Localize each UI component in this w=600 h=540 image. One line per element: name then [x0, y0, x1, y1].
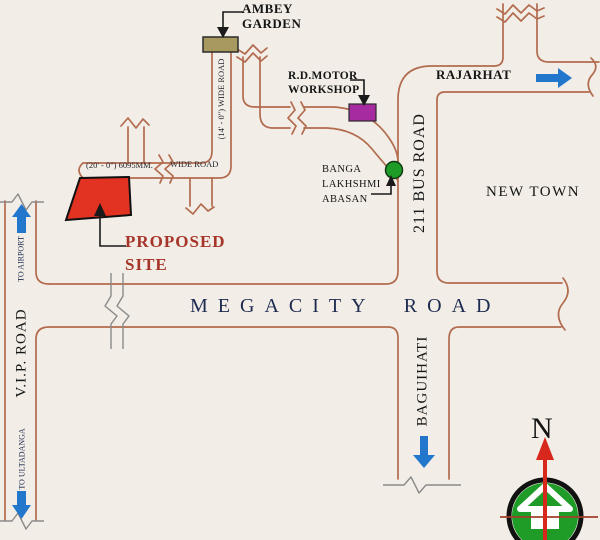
ambey-garden-label: AMBEY GARDEN	[242, 1, 301, 31]
rd-motor-line1: R.D.MOTOR	[288, 70, 358, 82]
lane-left-line	[242, 56, 291, 108]
proposed-site-label: PROPOSED SITE	[125, 230, 226, 276]
megacity-crossing-mark	[104, 273, 130, 349]
lane-right-line	[259, 56, 291, 129]
pointer-arrows	[94, 11, 396, 247]
wide-road-14-label: (14' - 0") WIDE ROAD	[216, 58, 226, 140]
rajarhat-arrow-icon	[536, 68, 572, 88]
banga-line1: BANGA	[322, 164, 362, 175]
megacity-bottom-west-baguihati-left	[35, 326, 399, 480]
gray-break-marks	[0, 193, 461, 530]
road-break-icon	[287, 101, 307, 135]
wide-road-dimension-label: (20' - 0") 6095MM.	[86, 160, 153, 170]
tree-icon	[384, 160, 404, 180]
arrowhead-icon	[358, 95, 370, 106]
rd-motor-workshop-label: R.D.MOTOR WORKSHOP	[288, 69, 359, 97]
vip-road-right-line-upper	[35, 200, 50, 285]
rajarhat-bottom-211-right-line	[436, 91, 590, 101]
arrowhead-icon	[94, 203, 106, 216]
vip-road-end-mark	[0, 512, 44, 530]
banga-lakhshmi-abasan-label: BANGA LAKHSHMI ABASAN	[322, 162, 381, 207]
rajarhat-label: RAJARHAT	[436, 67, 512, 82]
road-network	[4, 3, 600, 521]
to-ultadanga-label: TO ULTADANGA	[17, 428, 27, 490]
rd-motor-workshop-building	[348, 103, 377, 122]
compass-icon	[500, 437, 598, 540]
vip-road-end-mark	[0, 193, 44, 211]
baguihati-right-megacity-bottom-east	[448, 326, 562, 480]
proposed-site-shape	[64, 175, 133, 222]
arrowhead-icon	[217, 27, 229, 38]
211-right-megacity-top-east	[436, 99, 563, 284]
workshop-pointer-arrow-icon	[350, 79, 365, 95]
new-town-label: NEW TOWN	[486, 184, 581, 200]
proposed-site-line2: SITE	[125, 255, 168, 274]
ambey-pointer-arrow-icon	[222, 11, 243, 27]
rd-motor-line2: WORKSHOP	[288, 84, 360, 96]
banga-line3: ABASAN	[322, 194, 368, 205]
wide-road-top-line	[82, 51, 213, 164]
to-airport-arrow-icon	[12, 204, 31, 233]
north-road-right-line	[536, 3, 600, 63]
baguihati-label: BAGUIHATI	[414, 335, 431, 427]
banga-pointer-arrow-icon	[371, 185, 392, 195]
road-break-icon	[120, 117, 150, 129]
baguihati-end-mark	[383, 476, 461, 494]
megacity-road-label: MEGACITY ROAD	[190, 295, 501, 317]
road-break-icon	[154, 154, 174, 184]
direction-arrows	[12, 68, 572, 519]
wide-road-label: WIDE ROAD	[170, 159, 219, 169]
road-end-squiggle	[587, 57, 597, 97]
bus-road-211-label: 211 BUS ROAD	[411, 113, 428, 233]
road-break-icon	[236, 44, 268, 63]
road-break-icon	[496, 4, 545, 23]
ambey-garden-line1: AMBEY	[242, 1, 293, 16]
baguihati-arrow-icon	[413, 436, 435, 468]
proposed-site-line1: PROPOSED	[125, 232, 226, 251]
banga-line2: LAKHSHMI	[322, 179, 381, 190]
road-end-squiggle	[557, 277, 569, 331]
wide-road-bottom-line	[82, 51, 232, 179]
site-pointer-arrow-icon	[99, 215, 126, 247]
ambey-garden-building	[202, 36, 239, 53]
arrowhead-icon	[386, 175, 396, 186]
wide-road-west-cap	[78, 162, 84, 179]
megacity-top-211-left-line	[48, 3, 504, 285]
wide-road-stub-below	[189, 177, 213, 207]
vip-road-label: V.I.P. ROAD	[13, 308, 30, 398]
upper-road-top-line	[303, 106, 399, 163]
wide-road-stub-above	[127, 126, 145, 164]
to-airport-label: TO AIRPORT	[16, 236, 26, 282]
compass-needle-head	[536, 437, 554, 460]
road-break-icon	[185, 203, 215, 215]
to-ultadanga-arrow-icon	[12, 491, 31, 519]
ambey-garden-line2: GARDEN	[242, 16, 302, 31]
north-label: N	[531, 412, 553, 445]
